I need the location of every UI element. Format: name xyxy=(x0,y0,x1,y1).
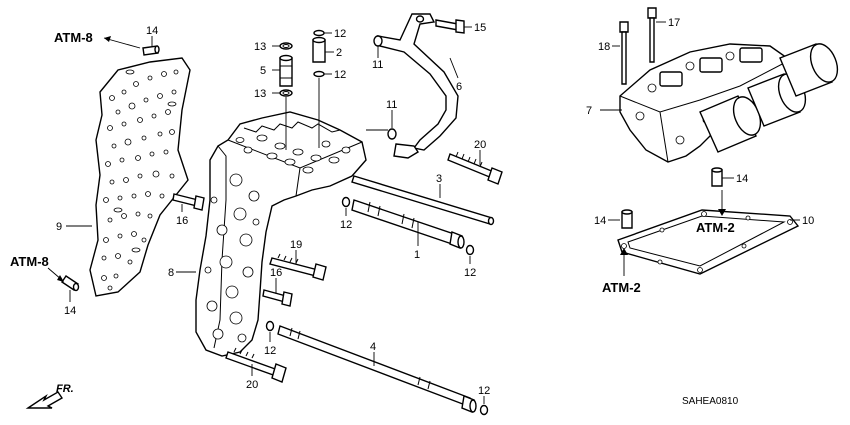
callout-10: 10 xyxy=(802,215,814,227)
bolt-19 xyxy=(269,253,327,281)
diagram-code: SAHEA0810 xyxy=(682,396,739,407)
callout-12: 12 xyxy=(264,345,276,357)
callout-11: 11 xyxy=(386,99,397,111)
front-direction-label: FR. xyxy=(56,383,74,395)
gasket-10 xyxy=(617,209,800,275)
callout-4: 4 xyxy=(370,341,376,353)
pipe-4 xyxy=(277,325,477,413)
callout-12: 12 xyxy=(464,267,476,279)
bolt-20-upper xyxy=(447,151,503,185)
solenoid-cylinder-1 xyxy=(699,95,762,153)
o-ring-12-top xyxy=(313,29,325,37)
dowel-pin-lower xyxy=(61,275,80,292)
o-ring-12-pipe4-left xyxy=(265,320,275,332)
pin-14-lower-right xyxy=(621,209,633,229)
regulator-valve-body xyxy=(195,111,367,357)
o-ring-lower-13 xyxy=(279,89,293,97)
o-ring-11-upper xyxy=(373,35,383,47)
callout-16: 16 xyxy=(176,215,188,227)
callout-15: 15 xyxy=(474,22,486,34)
pin-14-upper-right xyxy=(711,167,723,187)
callout-16: 16 xyxy=(270,267,282,279)
pipe-1 xyxy=(351,199,465,249)
callout-13: 13 xyxy=(254,41,266,53)
bolt-17 xyxy=(647,7,657,63)
callout-14: 14 xyxy=(146,25,158,37)
callout-11: 11 xyxy=(372,59,383,71)
callout-8: 8 xyxy=(168,267,174,279)
o-ring-12-mid xyxy=(313,70,325,78)
callout-6: 6 xyxy=(456,81,462,93)
callout-1: 1 xyxy=(414,249,420,261)
dowel-pin-upper xyxy=(142,45,160,56)
atm-arrows xyxy=(47,36,726,282)
separator-plate xyxy=(89,57,191,297)
callout-14: 14 xyxy=(736,173,748,185)
spring-seat-5 xyxy=(279,54,293,87)
callout-12: 12 xyxy=(334,28,346,40)
ref-atm2-top: ATM-2 xyxy=(696,220,735,235)
bolt-16-lower xyxy=(262,289,293,307)
atf-pipe-6 xyxy=(377,13,459,159)
o-ring-upper-13 xyxy=(279,42,293,50)
callout-12: 12 xyxy=(340,219,352,231)
o-ring-12-pipe1 xyxy=(465,244,475,256)
o-ring-11-lower xyxy=(387,128,397,140)
callout-14: 14 xyxy=(594,215,606,227)
callout-19: 19 xyxy=(290,239,302,251)
bolt-18 xyxy=(619,21,629,85)
valve-body-holes xyxy=(204,134,351,343)
solenoid-valve-assembly xyxy=(619,43,839,163)
solenoid-cylinder-3 xyxy=(779,43,839,97)
callout-9: 9 xyxy=(56,221,62,233)
front-direction-arrow: FR. xyxy=(25,383,74,409)
ref-atm2-bottom: ATM-2 xyxy=(602,280,641,295)
callout-13: 13 xyxy=(254,88,266,100)
pipe-3 xyxy=(351,175,495,226)
callout-12: 12 xyxy=(334,69,346,81)
callout-20: 20 xyxy=(474,139,486,151)
callout-2: 2 xyxy=(336,47,342,59)
bolt-16-left xyxy=(172,193,205,211)
callout-20: 20 xyxy=(246,379,258,391)
ref-atm8-bottom: ATM-8 xyxy=(10,254,49,269)
collar-2 xyxy=(312,36,326,63)
bolt-15 xyxy=(435,19,465,34)
o-ring-12-pipe3 xyxy=(341,196,351,208)
callout-12: 12 xyxy=(478,385,490,397)
callout-5: 5 xyxy=(260,65,266,77)
ref-atm8-top: ATM-8 xyxy=(54,30,93,45)
leader-lines xyxy=(66,21,800,404)
callout-14: 14 xyxy=(64,305,76,317)
plate-holes xyxy=(101,69,179,291)
callout-17: 17 xyxy=(668,17,680,29)
callout-7: 7 xyxy=(586,105,592,117)
callout-18: 18 xyxy=(598,41,610,53)
o-ring-12-pipe4-right xyxy=(479,404,489,416)
callout-3: 3 xyxy=(436,173,442,185)
